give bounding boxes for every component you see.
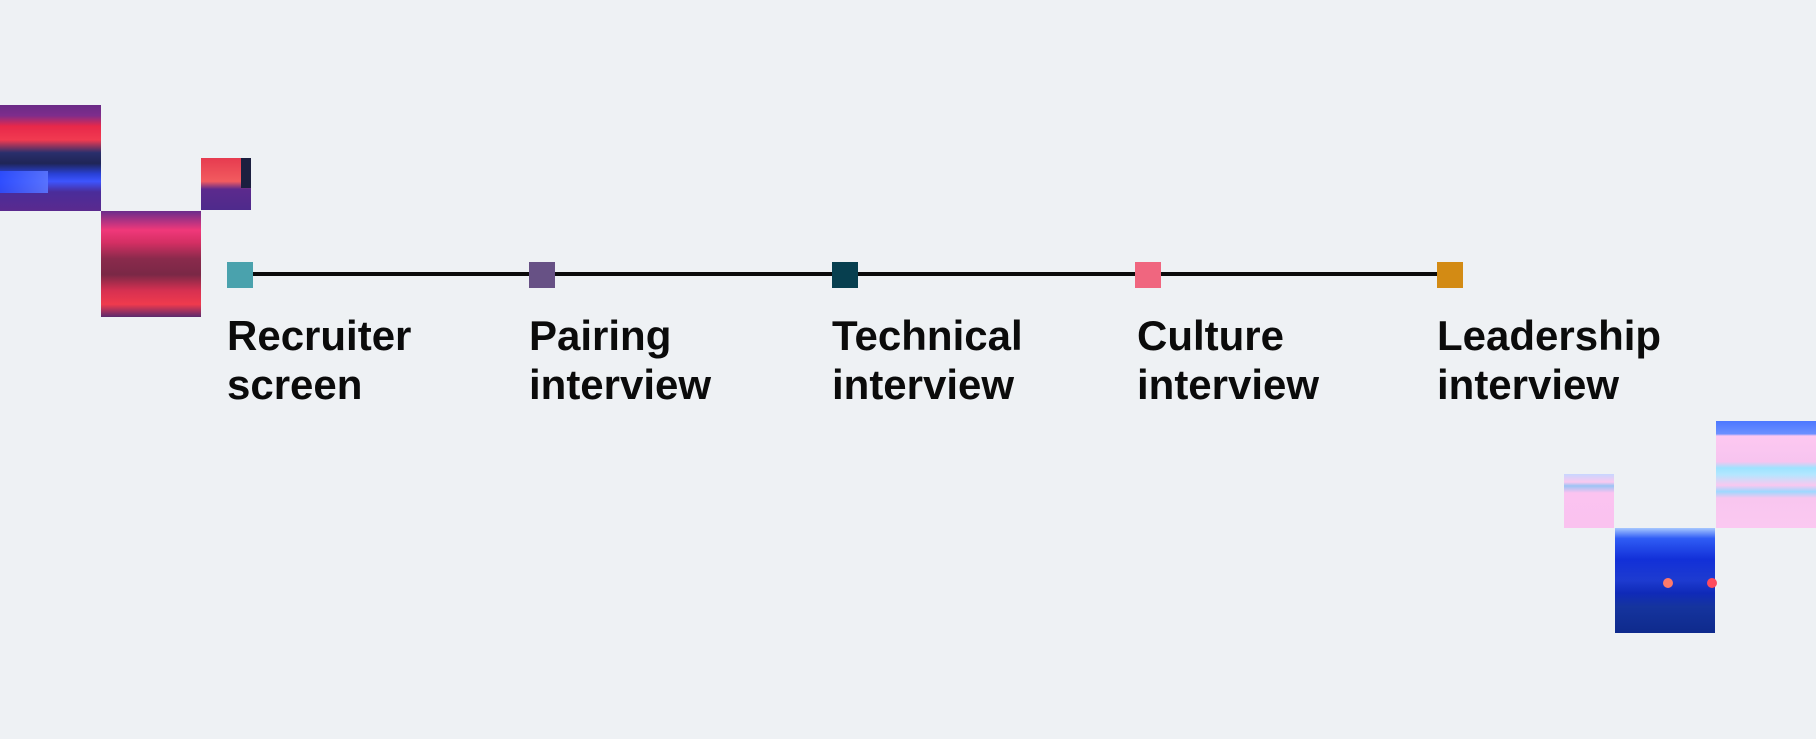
step-label-4-line2: interview	[1137, 361, 1320, 408]
step-marker-2	[529, 262, 555, 288]
step-label-2-line2: interview	[529, 361, 712, 408]
step-label-5-line2: interview	[1437, 361, 1620, 408]
step-label-4-line1: Culture	[1137, 312, 1284, 359]
glitch-tile-bottom-right-1	[1564, 474, 1614, 528]
step-label-3-line2: interview	[832, 361, 1015, 408]
step-label-4: Culture interview	[1137, 311, 1377, 409]
step-label-2: Pairing interview	[529, 311, 769, 409]
step-marker-3	[832, 262, 858, 288]
glitch-tile-bottom-right-2	[1615, 528, 1715, 633]
glitch-tile-top-left-2	[201, 158, 251, 210]
glitch-tile-bottom-right-3	[1716, 421, 1816, 528]
step-label-1-line2: screen	[227, 361, 363, 408]
step-marker-1	[227, 262, 253, 288]
step-marker-4	[1135, 262, 1161, 288]
step-label-5: Leadership interview	[1437, 311, 1677, 409]
step-label-2-line1: Pairing	[529, 312, 672, 359]
step-label-3-line1: Technical	[832, 312, 1023, 359]
step-label-1-line1: Recruiter	[227, 312, 412, 359]
step-label-5-line1: Leadership	[1437, 312, 1662, 359]
step-marker-5	[1437, 262, 1463, 288]
glitch-tile-top-left-1	[0, 105, 101, 211]
step-label-3: Technical interview	[832, 311, 1072, 409]
step-label-1: Recruiter screen	[227, 311, 467, 409]
glitch-tile-top-left-3	[101, 211, 201, 317]
